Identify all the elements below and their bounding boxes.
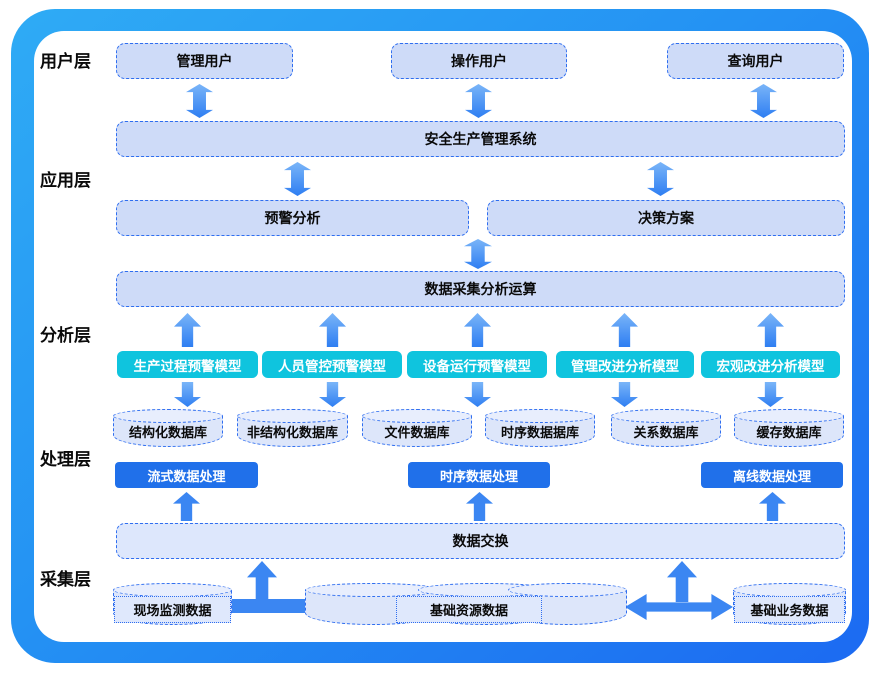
cylinder-top [734,409,844,423]
db-label: 结构化数据库 [128,425,207,440]
node-offline-processing: 离线数据处理 [701,462,843,488]
cylinder-top [113,409,223,423]
node-stream-processing: 流式数据处理 [115,462,258,488]
db-label: 缓存数据库 [756,425,822,440]
node-admin-user: 管理用户 [116,43,293,79]
db-unstructured: 非结构化数据库 [237,409,348,447]
node-operator-user: 操作用户 [391,43,567,79]
cylinder-top [611,409,721,423]
db-label: 时序数据据库 [500,425,579,440]
layer-label-collection: 采集层 [40,570,91,589]
cylinder-top [362,409,472,423]
layer-label-processing: 处理层 [40,450,91,469]
db-cache: 缓存数据库 [734,409,844,447]
node-model-management: 管理改进分析模型 [556,351,694,378]
db-label: 关系数据库 [633,425,699,440]
node-timeseries-processing: 时序数据处理 [408,462,550,488]
cylinder-top [113,583,232,597]
cylinder-top [733,583,846,597]
node-decision-plan: 决策方案 [487,200,845,236]
connector-bar [230,599,310,613]
node-safety-system: 安全生产管理系统 [116,121,845,157]
layer-label-analysis: 分析层 [40,326,91,345]
layer-label-user: 用户层 [40,52,91,71]
cylinder-top [485,409,595,423]
cylinder-top [237,409,348,423]
node-warning-analysis: 预警分析 [116,200,469,236]
source-label: 现场监测数据 [114,596,231,623]
db-file: 文件数据库 [362,409,472,447]
node-query-user: 查询用户 [667,43,844,79]
source-label: 基础资源数据 [396,596,542,623]
src-base-business: 基础业务数据 [733,583,846,625]
node-model-personnel: 人员管控预警模型 [262,351,402,378]
node-model-production: 生产过程预警模型 [117,351,258,378]
node-data-exchange: 数据交换 [116,523,845,559]
db-structured: 结构化数据库 [113,409,223,447]
node-data-compute: 数据采集分析运算 [116,271,845,307]
db-label: 非结构化数据库 [246,425,338,440]
node-model-macro: 宏观改进分析模型 [701,351,840,378]
layer-label-application: 应用层 [40,171,91,190]
source-label: 基础业务数据 [734,596,845,623]
src-field-monitoring: 现场监测数据 [113,583,232,625]
db-label: 文件数据库 [384,425,450,440]
db-timeseries: 时序数据据库 [485,409,595,447]
cylinder-top [508,583,627,597]
db-relational: 关系数据库 [611,409,721,447]
node-model-equipment: 设备运行预警模型 [407,351,547,378]
